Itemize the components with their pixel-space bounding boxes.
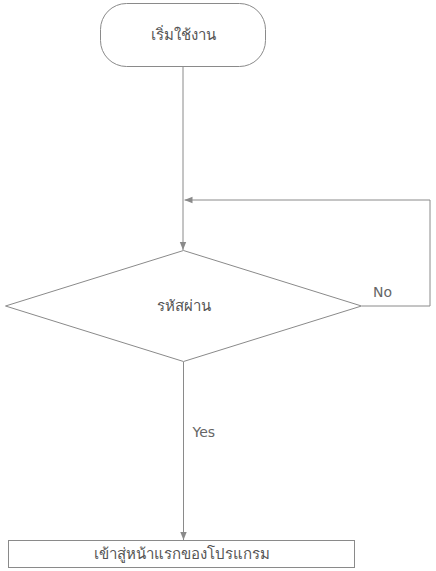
flow-arrow [183, 362, 184, 540]
node-text: รหัสผ่าน [157, 297, 211, 315]
decision-diamond: รหัสผ่าน [5, 250, 362, 362]
start-terminal: เริ่มใช้งาน [100, 3, 266, 67]
node-text: เข้าสู่หน้าแรกของโปรแกรม [94, 545, 270, 563]
process-box: เข้าสู่หน้าแรกของโปรแกรม [8, 540, 355, 568]
node-text: เริ่มใช้งาน [151, 26, 216, 44]
flow-arrow [183, 67, 184, 250]
edge-label: Yes [192, 424, 217, 441]
edge-label: No [372, 284, 393, 301]
